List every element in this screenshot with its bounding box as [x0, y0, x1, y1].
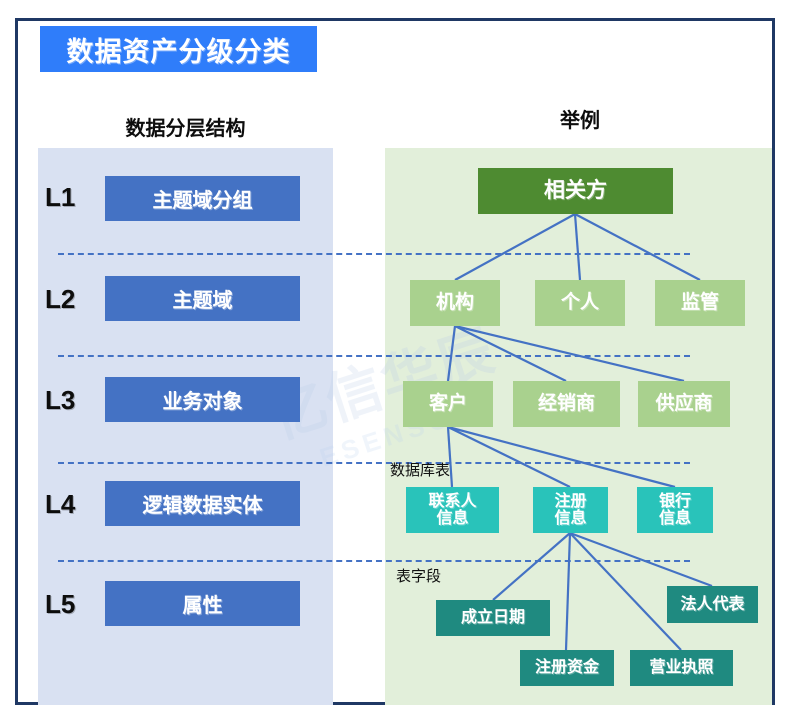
tree-node-l4-2-line2: 信息 [554, 510, 587, 527]
level-divider-2 [58, 355, 690, 357]
level-code-l5: L5 [45, 589, 76, 619]
annotation-db-table: 数据库表 [390, 463, 451, 479]
page-title-text: 数据资产分级分类 [66, 36, 291, 67]
level-divider-3 [58, 462, 690, 464]
column-heading-right: 举例 [560, 110, 600, 132]
level-box-l2-label: 主题域 [172, 290, 233, 312]
tree-node-l4-1[interactable]: 联系人 信息 [406, 487, 499, 533]
tree-node-l4-3[interactable]: 银行 信息 [637, 487, 713, 533]
tree-node-l2-2[interactable]: 个人 [535, 280, 625, 326]
level-code-l1: L1 [45, 182, 76, 212]
tree-node-l4-1-line1: 联系人 [428, 492, 477, 510]
column-heading-left: 数据分层结构 [125, 118, 246, 140]
tree-node-l5-3-label: 营业执照 [649, 659, 714, 677]
tree-node-l3-2-label: 经销商 [537, 392, 595, 414]
tree-node-l5-2-label: 注册资金 [534, 659, 599, 677]
tree-node-l4-2[interactable]: 注册 信息 [533, 487, 608, 533]
tree-node-l5-4[interactable]: 法人代表 [667, 586, 758, 623]
level-divider-1 [58, 253, 690, 255]
tree-node-l5-3[interactable]: 营业执照 [630, 650, 733, 686]
tree-node-l3-1-label: 客户 [428, 392, 467, 414]
tree-node-l3-1[interactable]: 客户 [403, 381, 493, 427]
level-code-l3: L3 [45, 385, 76, 415]
tree-node-l2-3-label: 监管 [680, 291, 719, 313]
tree-node-root[interactable]: 相关方 [478, 168, 673, 214]
tree-node-l4-2-line1: 注册 [554, 492, 587, 510]
tree-node-l5-1-label: 成立日期 [460, 609, 525, 627]
tree-node-l5-4-label: 法人代表 [680, 595, 745, 613]
level-box-l1[interactable]: 主题域分组 [105, 176, 300, 221]
tree-node-l5-2[interactable]: 注册资金 [520, 650, 614, 686]
annotation-table-field: 表字段 [396, 569, 442, 585]
tree-node-l4-3-line2: 信息 [658, 510, 691, 527]
tree-node-l2-1[interactable]: 机构 [410, 280, 500, 326]
tree-node-l2-1-label: 机构 [435, 291, 474, 313]
tree-node-l3-3[interactable]: 供应商 [638, 381, 730, 427]
tree-node-l5-1[interactable]: 成立日期 [436, 600, 550, 636]
level-box-l3[interactable]: 业务对象 [105, 377, 300, 422]
tree-node-root-label: 相关方 [544, 178, 607, 202]
level-box-l4[interactable]: 逻辑数据实体 [105, 481, 300, 526]
tree-node-l4-1-line2: 信息 [436, 510, 469, 527]
level-box-l3-label: 业务对象 [162, 391, 243, 413]
level-divider-4 [58, 560, 690, 562]
tree-node-l4-3-line1: 银行 [658, 492, 691, 510]
tree-node-l2-3[interactable]: 监管 [655, 280, 745, 326]
page-title: 数据资产分级分类 [40, 26, 317, 72]
level-box-l4-label: 逻辑数据实体 [142, 495, 263, 517]
tree-node-l2-2-label: 个人 [560, 291, 599, 313]
level-code-l2: L2 [45, 284, 76, 314]
level-box-l5-label: 属性 [182, 595, 223, 617]
level-code-l4: L4 [45, 489, 76, 519]
level-box-l1-label: 主题域分组 [152, 190, 253, 212]
tree-node-l3-2[interactable]: 经销商 [513, 381, 620, 427]
tree-node-l3-3-label: 供应商 [655, 392, 713, 414]
level-box-l2[interactable]: 主题域 [105, 276, 300, 321]
level-box-l5[interactable]: 属性 [105, 581, 300, 626]
